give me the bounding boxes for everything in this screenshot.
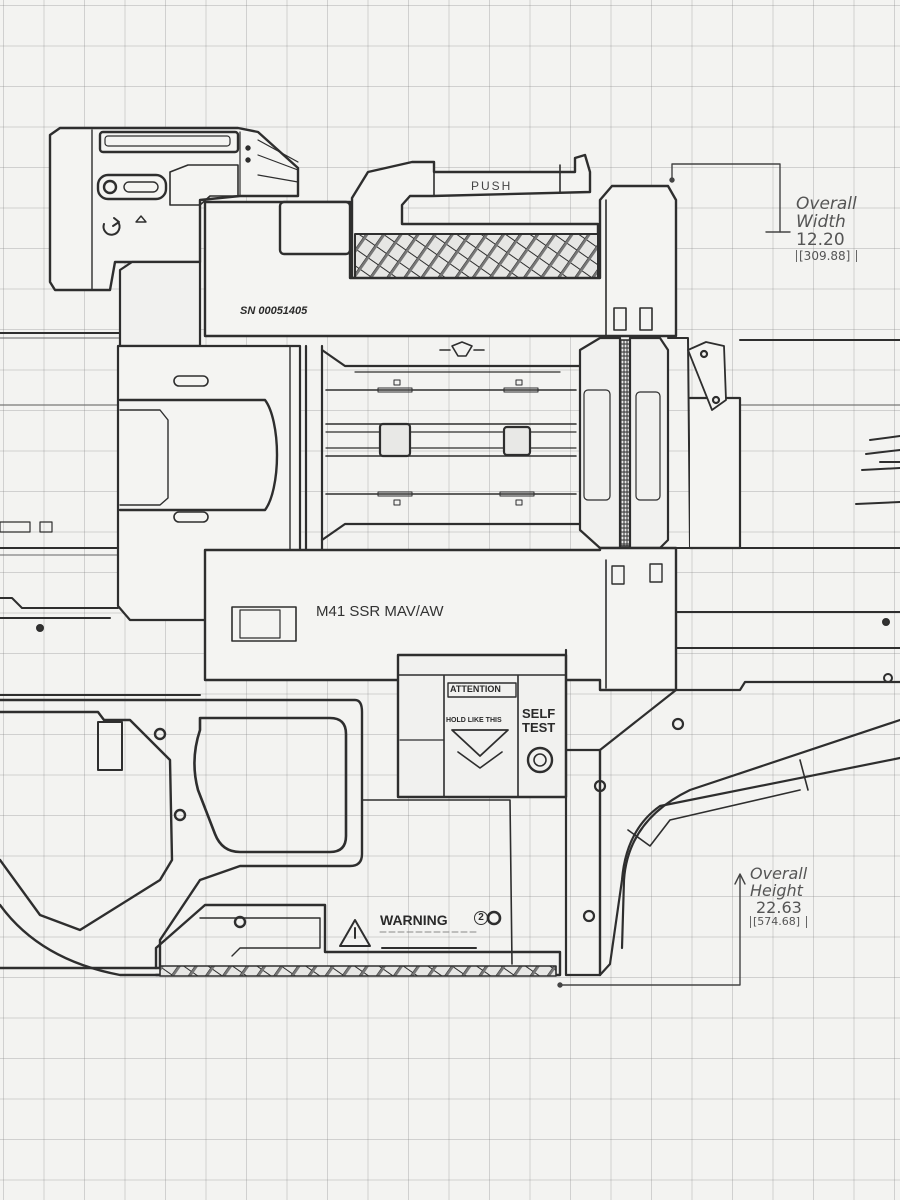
height-label-line1: Overall — [750, 864, 808, 883]
lower-rail — [0, 597, 900, 696]
lower-body — [154, 799, 562, 977]
width-label-line2: Width — [796, 211, 846, 232]
chevron-emblem-icon — [439, 341, 485, 357]
model-label: M41 SSR MAV/AW — [316, 603, 444, 620]
attention-label: ATTENTION — [450, 684, 501, 694]
height-metric: [574.68] — [750, 916, 808, 928]
rotate-arrow-icon — [102, 217, 121, 236]
width-label-line1: Overall — [796, 194, 857, 214]
muzzle-fragment — [855, 435, 900, 505]
height-label-line2: Height — [750, 880, 803, 900]
barrel — [0, 332, 900, 556]
triangle-marker-icon — [135, 215, 147, 223]
self-test-label-line1: SELF — [522, 706, 556, 721]
warning-triangle-icon — [339, 919, 371, 947]
warning-number: 2 — [474, 911, 488, 925]
width-value: 12.20 — [796, 229, 845, 250]
warning-label: WARNING — [380, 912, 448, 928]
push-label: PUSH — [471, 179, 513, 193]
height-value: 22.63 — [756, 897, 802, 917]
optic-block — [48, 126, 300, 292]
overall-width-annotation: Overall Width 12.20 [309.88] — [796, 194, 857, 263]
dimension-lines — [557, 163, 791, 988]
width-metric: [309.88] — [796, 249, 857, 263]
hold-like-this-label: HOLD LIKE THIS — [446, 717, 502, 724]
serial-number: SN 00051405 — [240, 305, 308, 317]
stock — [564, 648, 900, 977]
self-test-label-line2: TEST — [522, 720, 556, 735]
grip-frame — [0, 698, 364, 977]
carry-handle — [350, 153, 600, 280]
upper-receiver — [203, 184, 678, 357]
overall-height-annotation: Overall Height 22.63 [574.68] — [750, 864, 808, 928]
